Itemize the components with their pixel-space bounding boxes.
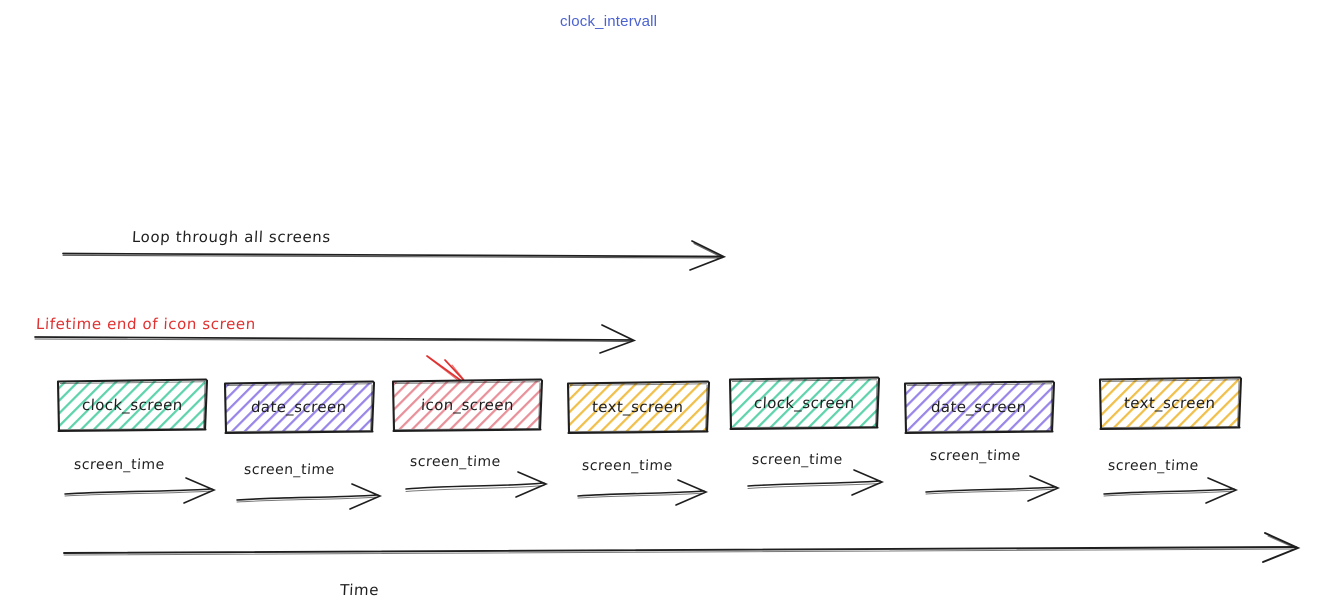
time-axis-arrow <box>63 532 1301 563</box>
screen-time-label-6: screen_time <box>929 448 1022 464</box>
screen-box-label: date_screen <box>930 398 1028 416</box>
screen-time-label-2: screen_time <box>243 462 336 478</box>
screen-time-arrow-group <box>64 469 1239 510</box>
screen-box-clock-2[interactable]: clock_screen <box>730 379 878 427</box>
screen-box-label: icon_screen <box>420 396 514 414</box>
loop-span-label: Loop through all screens <box>131 228 332 246</box>
screen-box-label: text_screen <box>591 398 685 416</box>
screen-box-group <box>56 376 1243 435</box>
screen-box-date-1[interactable]: date_screen <box>225 383 373 431</box>
lifetime-span-label: Lifetime end of icon screen <box>35 315 257 333</box>
lifetime-span-arrow <box>34 324 637 354</box>
time-axis-label: Time <box>339 581 380 599</box>
screen-box-label: clock_screen <box>753 394 855 412</box>
screen-time-label-4: screen_time <box>581 458 674 474</box>
screen-time-label-5: screen_time <box>751 452 844 468</box>
loop-span-arrow <box>62 240 727 271</box>
screen-box-text-1[interactable]: text_screen <box>568 383 708 431</box>
screen-box-icon[interactable]: icon_screen <box>393 381 541 429</box>
screen-time-label-7: screen_time <box>1107 458 1200 474</box>
screen-box-date-2[interactable]: date_screen <box>905 383 1053 431</box>
screen-box-label: clock_screen <box>81 396 183 414</box>
screen-time-label-1: screen_time <box>73 457 166 473</box>
screen-box-label: text_screen <box>1123 394 1217 412</box>
screen-time-label-3: screen_time <box>409 454 502 470</box>
screen-box-text-2[interactable]: text_screen <box>1100 379 1240 427</box>
screen-box-label: date_screen <box>250 398 348 416</box>
page-title: clock_intervall <box>560 13 658 30</box>
screen-box-clock-1[interactable]: clock_screen <box>58 381 206 429</box>
